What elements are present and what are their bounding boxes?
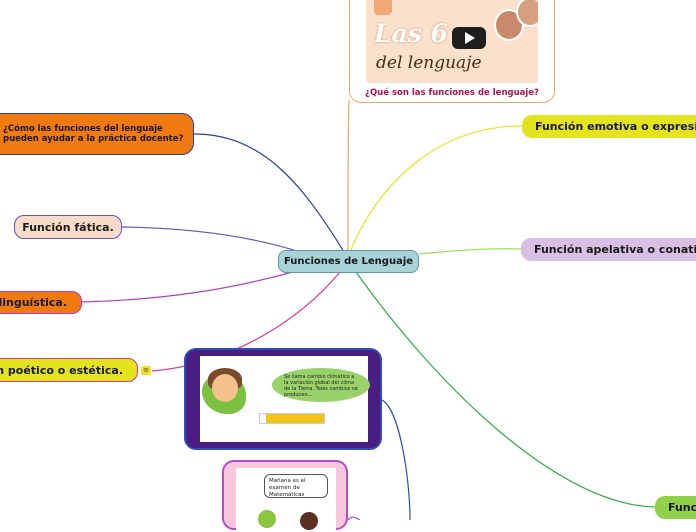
notes-icon[interactable]: ≡ — [141, 366, 151, 375]
topic-funcion-emotiva[interactable]: Función emotiva o expresiva. — [522, 115, 696, 138]
video-thumbnail[interactable]: Las 6 del lenguaje — [366, 0, 538, 83]
channel-badge-icon — [374, 0, 392, 15]
play-button-icon[interactable] — [452, 27, 486, 49]
thumbnail-title: Las 6 — [374, 19, 448, 48]
topic-funcion-metalinguistica[interactable]: talinguística. — [0, 291, 82, 314]
progress-bar-graphic — [260, 414, 324, 423]
topic-funcion-fatica[interactable]: Función fática. — [14, 215, 122, 239]
illustration-image-2: Mañana es el examen de Matemáticas — [236, 468, 336, 532]
presenter-face-icon — [516, 0, 538, 27]
central-topic[interactable]: Funciones de Lenguaje — [278, 250, 419, 273]
video-topic-card[interactable]: Las 6 del lenguaje ¿Qué son las funcione… — [349, 0, 555, 103]
child-head-icon — [300, 512, 318, 530]
image-topic-card-2[interactable]: Mañana es el examen de Matemáticas — [222, 460, 348, 532]
topic-funcion-partial[interactable]: Funci — [655, 496, 696, 519]
topic-funcion-apelativa[interactable]: Función apelativa o conativa. — [521, 238, 696, 261]
thumbnail-subtitle: del lenguaje — [376, 53, 482, 73]
speech-bubble-2: Mañana es el examen de Matemáticas — [264, 474, 328, 498]
topic-question[interactable]: ¿Cómo las funciones del lenguaje pueden … — [0, 113, 194, 155]
connector-lines — [81, 99, 656, 520]
topic-funcion-poetica[interactable]: ción poético o estética. — [0, 358, 138, 382]
girl-face-icon — [212, 374, 238, 402]
illustration-image: Se llama cambio climático a la variación… — [200, 356, 370, 442]
speech-bubble: Se llama cambio climático a la variación… — [272, 368, 370, 402]
image-topic-card[interactable]: Se llama cambio climático a la variación… — [184, 348, 382, 450]
child-head-icon — [258, 510, 276, 528]
video-caption: ¿Qué son las funciones de lenguaje? — [365, 88, 539, 98]
